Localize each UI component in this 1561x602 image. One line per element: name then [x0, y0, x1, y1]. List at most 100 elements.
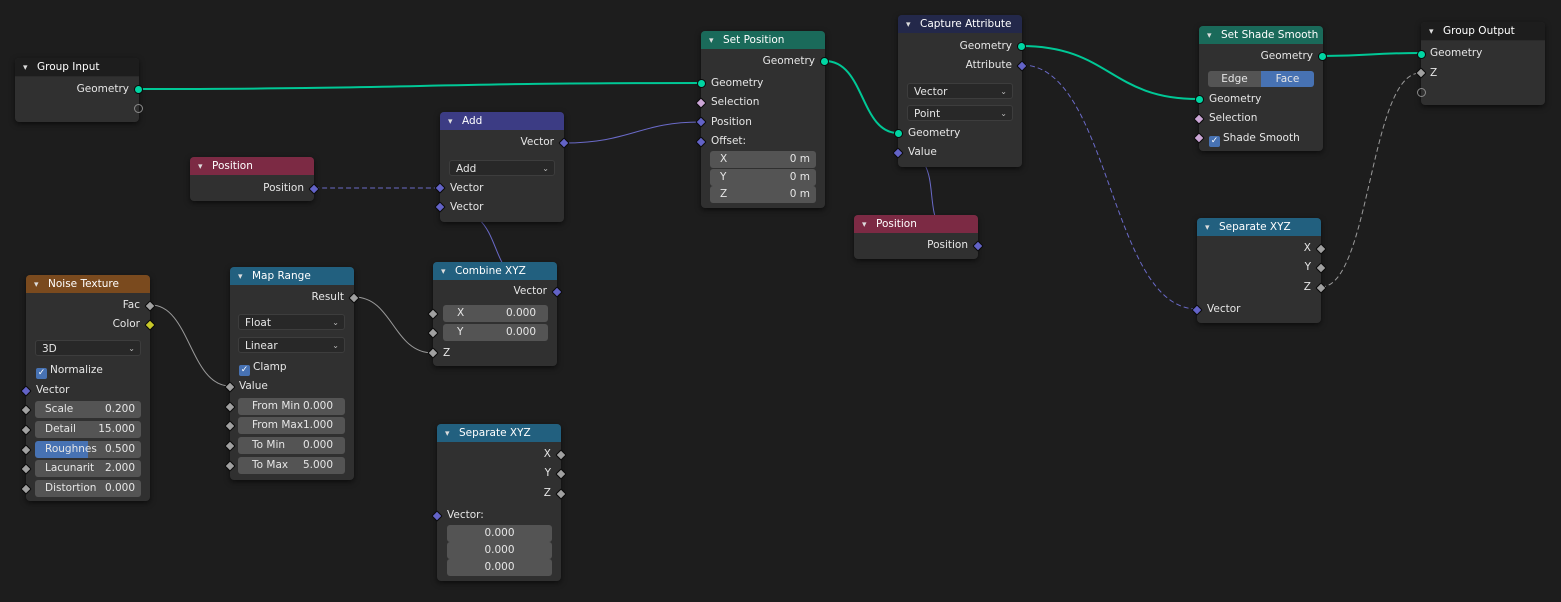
position-node[interactable]: ▾Position Position [190, 157, 320, 201]
empty-output-socket[interactable] [134, 104, 143, 113]
chevron-down-icon[interactable]: ▾ [906, 20, 911, 30]
shade-smooth-input-socket[interactable] [1193, 132, 1205, 144]
vector-z-field[interactable]: 0.000 [447, 559, 552, 576]
selection-input-socket[interactable] [695, 97, 707, 109]
selection-input-socket[interactable] [1193, 113, 1205, 125]
attribute-output-socket[interactable] [1016, 60, 1028, 72]
position-input-socket[interactable] [695, 116, 707, 128]
chevron-down-icon[interactable]: ▾ [441, 267, 446, 277]
clamp-checkbox[interactable]: ✓Clamp [239, 360, 287, 376]
vector-output-socket[interactable] [558, 137, 570, 149]
shade-smooth-checkbox[interactable]: ✓Shade Smooth [1209, 131, 1300, 147]
value-input-socket[interactable] [892, 147, 904, 159]
group-input-node[interactable]: ▾Group Input Geometry [15, 58, 143, 122]
group-output-node[interactable]: ▾Group Output Geometry Z [1415, 22, 1545, 105]
geometry-input-socket[interactable] [1195, 95, 1204, 104]
scale-input-socket[interactable] [20, 404, 32, 416]
capture-attribute-node[interactable]: ▾Capture Attribute Geometry Attribute Ve… [892, 15, 1028, 167]
chevron-down-icon[interactable]: ▾ [1207, 31, 1212, 41]
empty-input-socket[interactable] [1417, 88, 1426, 97]
geometry-input-socket[interactable] [1417, 50, 1426, 59]
set-position-node[interactable]: ▾Set Position Geometry Geometry Selectio… [695, 31, 829, 208]
chevron-down-icon[interactable]: ▾ [448, 117, 453, 127]
color-output-socket[interactable] [144, 319, 156, 331]
z-input-socket[interactable] [1415, 67, 1427, 79]
chevron-down-icon[interactable]: ▾ [862, 220, 867, 230]
x-input-socket[interactable] [427, 308, 439, 320]
vector-input-socket[interactable] [20, 385, 32, 397]
geometry-output-socket[interactable] [1318, 52, 1327, 61]
separate-xyz-node[interactable]: ▾Separate XYZ X Y Z Vector [1191, 218, 1327, 323]
chevron-down-icon[interactable]: ▾ [445, 429, 450, 439]
chevron-down-icon[interactable]: ▾ [1205, 223, 1210, 233]
geometry-output-socket[interactable] [134, 85, 143, 94]
y-output-socket[interactable] [1315, 262, 1327, 274]
data-type-dropdown[interactable]: Float⌄ [238, 314, 345, 330]
to-min-input-socket[interactable] [224, 440, 236, 452]
value-input-socket[interactable] [224, 381, 236, 393]
distortion-input-socket[interactable] [20, 483, 32, 495]
offset-input-socket[interactable] [695, 136, 707, 148]
noise-texture-node[interactable]: ▾Noise Texture Fac Color 3D⌄ ✓Normalize … [20, 275, 156, 501]
x-output-socket[interactable] [555, 449, 567, 461]
normalize-checkbox[interactable]: ✓Normalize [36, 363, 103, 379]
dimensions-dropdown[interactable]: 3D⌄ [35, 340, 141, 356]
vector-x-field[interactable]: 0.000 [447, 525, 552, 542]
chevron-down-icon[interactable]: ▾ [238, 272, 243, 282]
separate-xyz-node-2[interactable]: ▾Separate XYZ X Y Z Vector: 0.000 0.000 … [431, 424, 567, 581]
domain-edge-button[interactable]: Edge [1208, 71, 1261, 87]
set-shade-smooth-node[interactable]: ▾Set Shade Smooth Geometry Edge Face Geo… [1193, 26, 1327, 151]
y-output-socket[interactable] [555, 468, 567, 480]
position-output-socket[interactable] [308, 183, 320, 195]
from-max-input-socket[interactable] [224, 420, 236, 432]
domain-dropdown[interactable]: Point⌄ [907, 105, 1013, 121]
chevron-down-icon[interactable]: ▾ [34, 280, 39, 290]
operation-dropdown[interactable]: Add⌄ [449, 160, 555, 176]
vector-input-socket-1[interactable] [434, 182, 446, 194]
vector-math-add-node[interactable]: ▾Add Vector Add⌄ Vector Vector [434, 112, 570, 222]
data-type-dropdown[interactable]: Vector⌄ [907, 83, 1013, 99]
map-range-node[interactable]: ▾Map Range Result Float⌄ Linear⌄ ✓Clamp … [224, 267, 360, 480]
domain-face-button[interactable]: Face [1261, 71, 1314, 87]
from-min-input-socket[interactable] [224, 401, 236, 413]
chevron-down-icon[interactable]: ▾ [198, 162, 203, 172]
geometry-input-socket[interactable] [697, 79, 706, 88]
chevron-down-icon[interactable]: ▾ [1429, 27, 1434, 37]
to-max-input-socket[interactable] [224, 460, 236, 472]
chevron-down-icon[interactable]: ▾ [709, 36, 714, 46]
interpolation-dropdown[interactable]: Linear⌄ [238, 337, 345, 353]
geometry-output-socket[interactable] [1017, 42, 1026, 51]
roughness-input-socket[interactable] [20, 444, 32, 456]
detail-input-socket[interactable] [20, 424, 32, 436]
x-output-socket[interactable] [1315, 243, 1327, 255]
geometry-input-socket[interactable] [894, 129, 903, 138]
fac-output-socket[interactable] [144, 300, 156, 312]
chevron-down-icon[interactable]: ▾ [23, 63, 28, 73]
vector-y-field[interactable]: 0.000 [447, 542, 552, 559]
lacunarity-input-socket[interactable] [20, 463, 32, 475]
result-output-socket[interactable] [348, 292, 360, 304]
position-node-2[interactable]: ▾Position Position [854, 215, 984, 259]
geometry-output-socket[interactable] [820, 57, 829, 66]
vector-input-socket[interactable] [431, 510, 443, 522]
vector-input-socket-2[interactable] [434, 201, 446, 213]
position-output-socket[interactable] [972, 240, 984, 252]
z-output-socket[interactable] [555, 488, 567, 500]
z-output-socket[interactable] [1315, 282, 1327, 294]
y-input-socket[interactable] [427, 327, 439, 339]
